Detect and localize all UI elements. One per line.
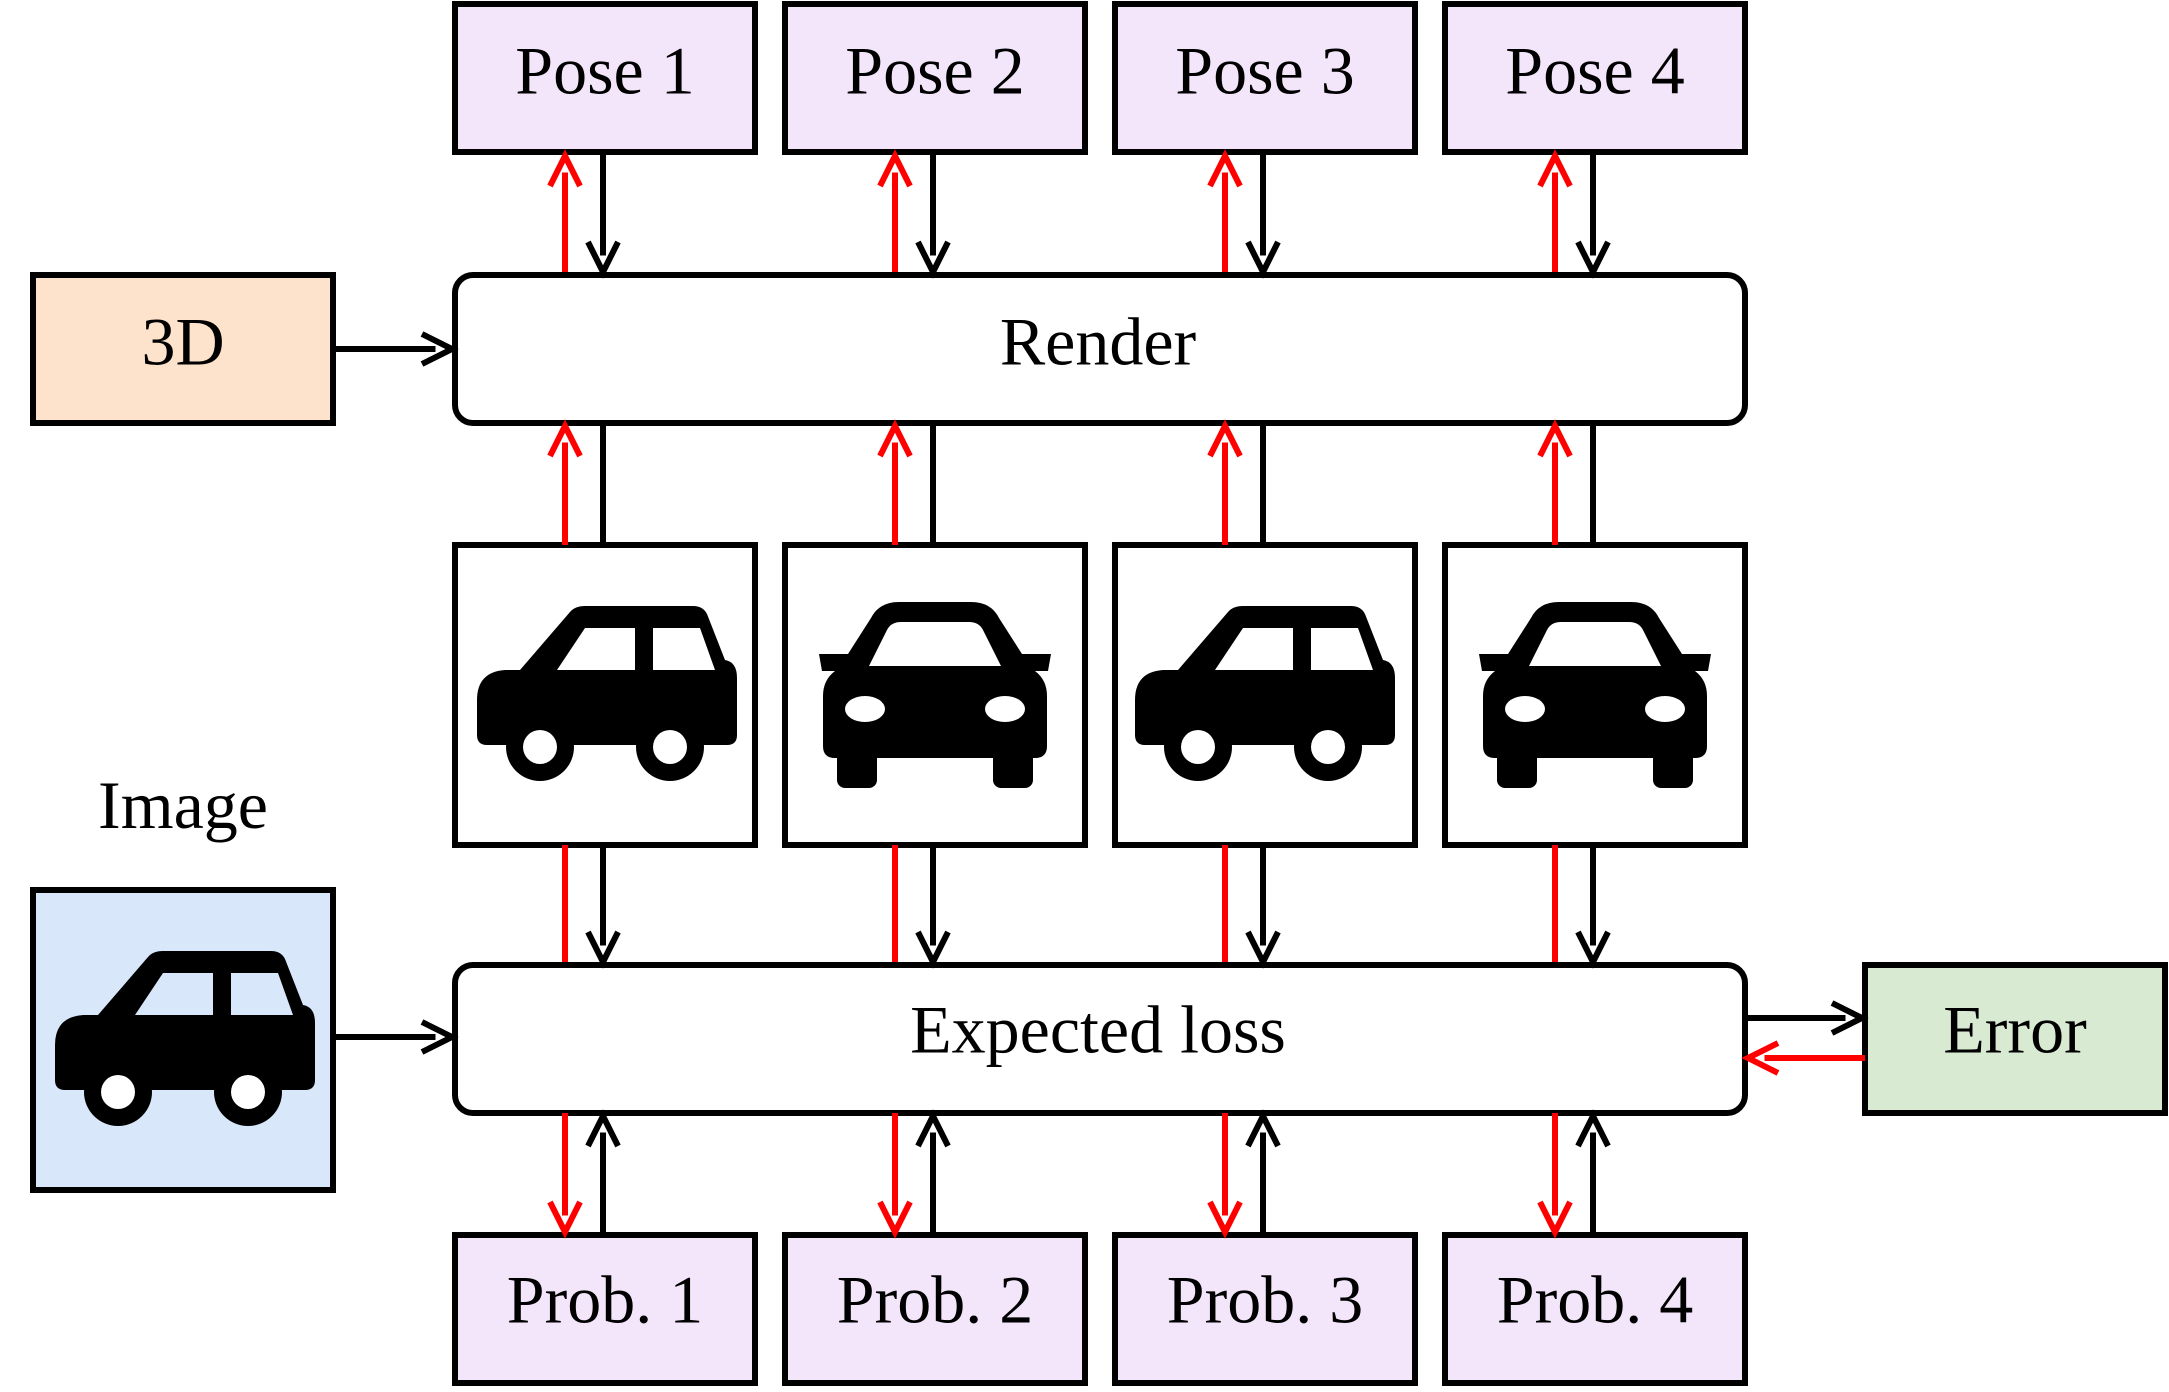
pose-label-4: Pose 4 [1505, 33, 1684, 109]
prob-box-3: Prob. 3 [1112, 1232, 1418, 1386]
arrow-pose-to-render-3 [1245, 152, 1281, 279]
arrow-view-to-loss-2 [915, 845, 951, 969]
arrow-prob-to-loss-3 [1245, 1109, 1281, 1235]
grad-arrow-render-to-pose-1 [547, 149, 583, 272]
grad-arrow-view-to-render-1 [547, 419, 583, 545]
prob-label-2: Prob. 2 [837, 1262, 1033, 1338]
pose-box-3: Pose 3 [1112, 1, 1418, 155]
arrow-pose-to-render-4 [1575, 152, 1611, 279]
prob-label-4: Prob. 4 [1497, 1262, 1693, 1338]
arrow-3d-to-render [333, 331, 459, 367]
grad-arrow-render-to-pose-3 [1207, 149, 1243, 272]
arrow-loss-to-error [1745, 1000, 1869, 1036]
expected-loss-label: Expected loss [910, 992, 1286, 1068]
pose-label-2: Pose 2 [845, 33, 1024, 109]
pose-box-2-frame [782, 1, 1088, 155]
grad-arrow-render-to-pose-4 [1537, 149, 1573, 272]
arrow-view-to-loss-1 [585, 845, 621, 969]
grad-arrow-view-to-render-3 [1207, 419, 1243, 545]
input-3d-frame [30, 272, 336, 426]
grad-arrow-view-to-render-4 [1537, 419, 1573, 545]
arrow-view-to-loss-4 [1575, 845, 1611, 969]
arrow-prob-to-loss-4 [1575, 1109, 1611, 1235]
prob-box-1: Prob. 1 [452, 1232, 758, 1386]
error-box: Error [1862, 962, 2168, 1116]
pose-box-4-frame [1442, 1, 1748, 155]
arrow-prob-to-loss-1 [585, 1109, 621, 1235]
grad-arrow-loss-to-prob-4 [1537, 1113, 1573, 1239]
prob-box-4-frame [1442, 1232, 1748, 1386]
arrow-image-to-loss [333, 1019, 459, 1055]
arrow-pose-to-render-1 [585, 152, 621, 279]
render-box: Render [452, 272, 1748, 426]
arrow-pose-to-render-2 [915, 152, 951, 279]
rendered-view-1 [452, 542, 758, 848]
pose-label-3: Pose 3 [1175, 33, 1354, 109]
grad-arrow-loss-to-prob-3 [1207, 1113, 1243, 1239]
expected-loss-frame [452, 962, 1748, 1116]
pose-box-1-frame [452, 1, 758, 155]
input-3d-box: 3D [30, 272, 336, 426]
input-3d-label: 3D [141, 304, 224, 380]
prob-label-1: Prob. 1 [507, 1262, 703, 1338]
error-frame [1862, 962, 2168, 1116]
pose-box-4: Pose 4 [1442, 1, 1748, 155]
error-label: Error [1943, 992, 2087, 1068]
expected-loss-box: Expected loss [452, 962, 1748, 1116]
prob-box-2: Prob. 2 [782, 1232, 1088, 1386]
prob-box-3-frame [1112, 1232, 1418, 1386]
arrow-view-to-loss-3 [1245, 845, 1281, 969]
grad-arrow-loss-to-prob-2 [877, 1113, 913, 1239]
arrows-layer [333, 149, 1869, 1239]
rendered-view-2 [782, 542, 1088, 848]
rendered-view-4 [1442, 542, 1748, 848]
grad-arrow-view-to-render-2 [877, 419, 913, 545]
render-label: Render [1000, 304, 1197, 380]
pose-box-2: Pose 2 [782, 1, 1088, 155]
image-label: Image [98, 767, 268, 843]
rendered-view-3 [1112, 542, 1418, 848]
prob-box-2-frame [782, 1232, 1088, 1386]
grad-arrow-render-to-pose-2 [877, 149, 913, 272]
pose-label-1: Pose 1 [515, 33, 694, 109]
arrow-prob-to-loss-2 [915, 1109, 951, 1235]
prob-box-4: Prob. 4 [1442, 1232, 1748, 1386]
pose-box-1: Pose 1 [452, 1, 758, 155]
image-box [30, 887, 336, 1193]
grad-arrow-error-to-loss [1741, 1040, 1865, 1076]
grad-arrow-loss-to-prob-1 [547, 1113, 583, 1239]
prob-label-3: Prob. 3 [1167, 1262, 1363, 1338]
